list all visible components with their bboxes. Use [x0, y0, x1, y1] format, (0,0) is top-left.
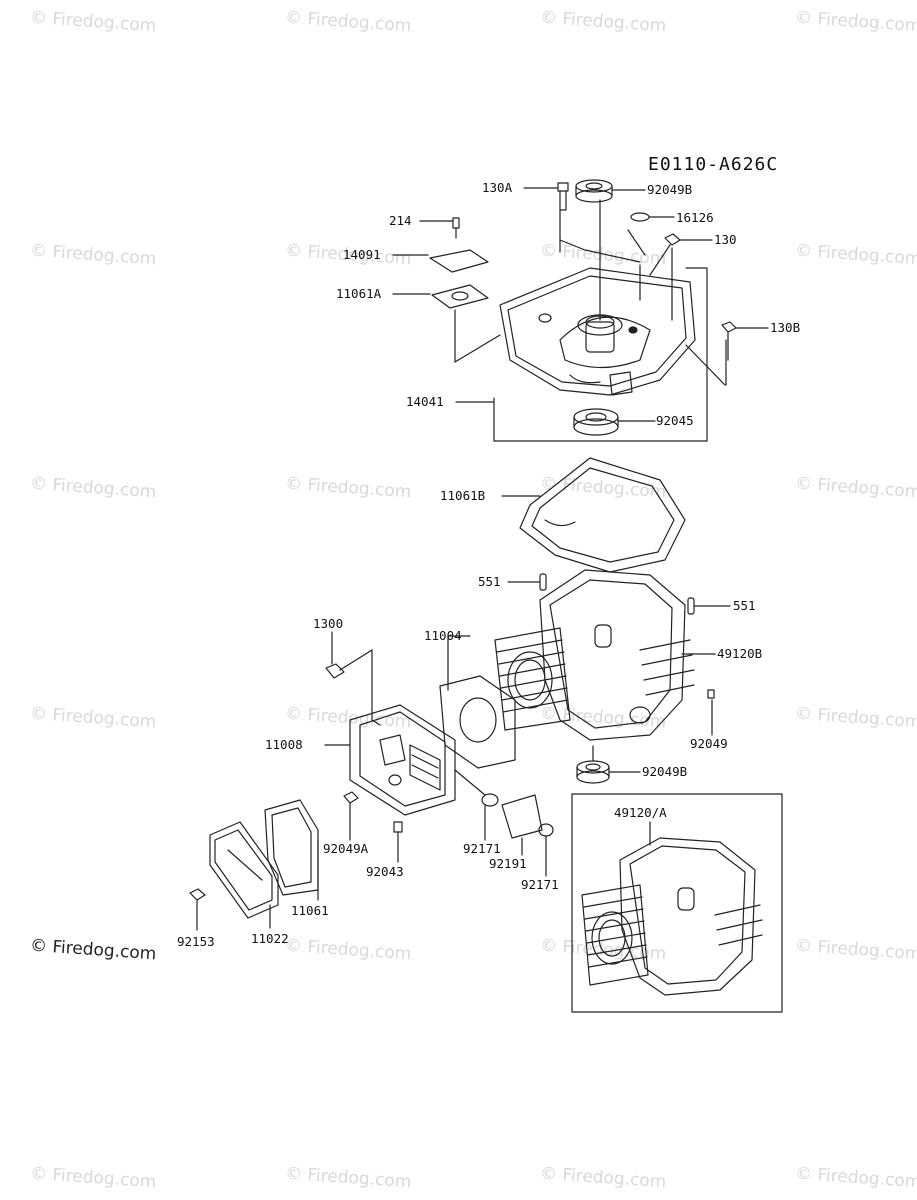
- label-130A: 130A: [482, 180, 513, 195]
- label-16126: 16126: [676, 210, 714, 225]
- label-11022: 11022: [251, 931, 289, 946]
- label-551-right: 551: [733, 598, 756, 613]
- label-92171-right: 92171: [521, 877, 559, 892]
- label-92043: 92043: [366, 864, 404, 879]
- label-92049A: 92049A: [323, 841, 369, 856]
- crankcase-cover: [499, 267, 696, 396]
- label-130B: 130B: [770, 320, 801, 335]
- cylinder-head: [349, 704, 456, 816]
- label-92049: 92049: [690, 736, 728, 751]
- cylinder-block: [494, 569, 695, 741]
- label-11004: 11004: [424, 628, 462, 643]
- label-49120B: 49120B: [717, 646, 763, 661]
- bolt-130A: [557, 182, 569, 211]
- oil-seal-92045: [573, 408, 619, 436]
- label-92191: 92191: [489, 856, 527, 871]
- label-11008: 11008: [265, 737, 303, 752]
- label-1300: 1300: [313, 616, 344, 631]
- label-92153: 92153: [177, 934, 215, 949]
- label-551-left: 551: [478, 574, 501, 589]
- gasket-11061B: [519, 457, 686, 573]
- label-11061: 11061: [291, 903, 329, 918]
- cylinder-block-inset: [581, 837, 763, 996]
- diagram-code: E0110-A626C: [648, 154, 779, 175]
- label-11061B: 11061B: [440, 488, 486, 503]
- rocker-cover: [209, 821, 279, 919]
- bracket-14041: [493, 267, 708, 442]
- label-49120A: 49120/A: [614, 805, 667, 820]
- label-11061A: 11061A: [336, 286, 382, 301]
- label-14091: 14091: [343, 247, 381, 262]
- label-130: 130: [714, 232, 737, 247]
- label-14041: 14041: [406, 394, 444, 409]
- inset-frame: [571, 793, 783, 1013]
- label-214: 214: [389, 213, 412, 228]
- oil-seal-92049B-bottom: [576, 760, 610, 784]
- oil-seal-92049B-top: [575, 179, 613, 203]
- label-92045: 92045: [656, 413, 694, 428]
- label-92049B-bottom: 92049B: [642, 764, 688, 779]
- label-92049B-top: 92049B: [647, 182, 693, 197]
- label-92171-left: 92171: [463, 841, 501, 856]
